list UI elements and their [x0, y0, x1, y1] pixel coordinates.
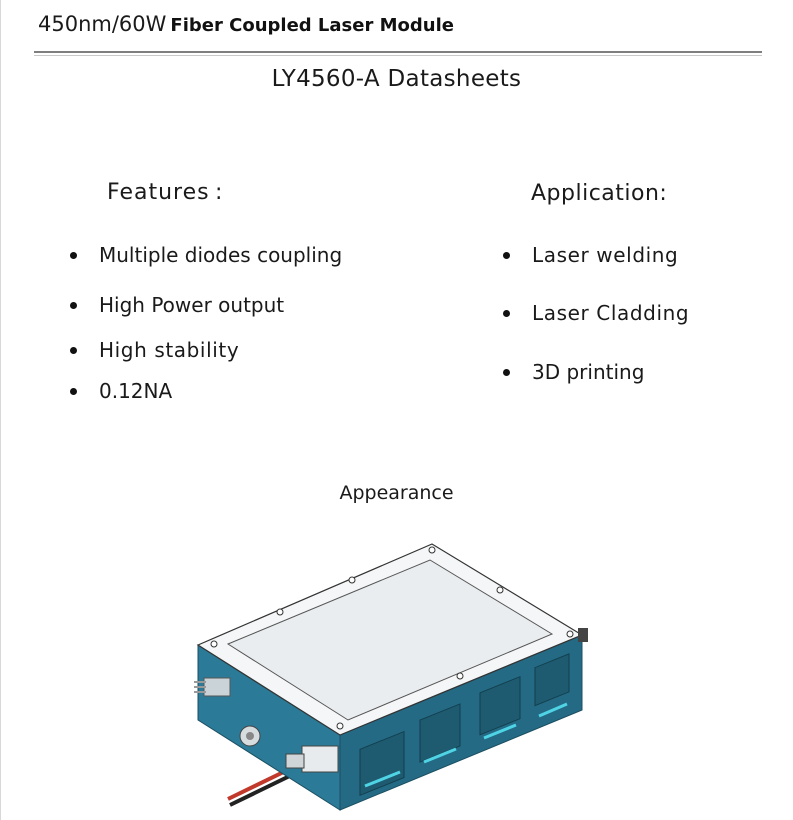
- header-rule: [34, 51, 762, 53]
- header-model-spec: 450nm/60W: [38, 12, 167, 36]
- bullet-icon: [70, 252, 77, 259]
- appearance-heading: Appearance: [339, 482, 454, 504]
- document-title: LY4560-A Datasheets: [271, 66, 522, 92]
- header-product-name: Fiber Coupled Laser Module: [170, 15, 454, 36]
- bullet-icon: [503, 310, 510, 317]
- features-list: Multiple diodes coupling High Power outp…: [70, 243, 400, 413]
- bullet-icon: [70, 347, 77, 354]
- bullet-icon: [70, 388, 77, 395]
- application-list: Laser welding Laser Cladding 3D printing: [503, 243, 763, 393]
- page-left-border: [0, 0, 1, 820]
- features-heading: Features :: [107, 180, 224, 205]
- bullet-icon: [503, 252, 510, 259]
- header-rule-secondary: [34, 55, 762, 56]
- bullet-icon: [70, 302, 77, 309]
- bullet-icon: [503, 369, 510, 376]
- application-heading: Application:: [531, 181, 668, 206]
- laser-module-illustration: [194, 543, 588, 811]
